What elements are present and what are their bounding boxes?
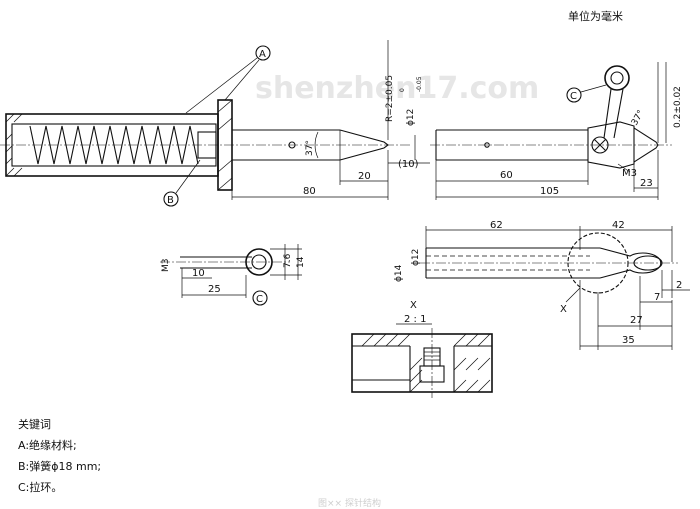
ring-10: 10 [192,268,205,279]
svg-text:B: B [167,195,174,206]
dim-23: 23 [640,178,653,189]
section-outline [351,333,493,393]
svg-text:0: 0 [399,88,406,92]
legend-item-c: C:拉环。 [18,481,63,494]
dim-radius: R=2±0.05 [385,75,395,122]
probe-body-view: C 37° 0.2±0.02 M3 60 23 105 [430,62,683,200]
marker-x: X [560,304,567,315]
housing-hatching [5,113,23,177]
dim-42: 42 [612,220,625,231]
section-x-view: X 2 : 1 [351,300,493,398]
dim-105: 105 [540,186,559,197]
section-label: X [410,300,417,311]
svg-text:C: C [256,294,263,305]
angle-left: 37° [305,140,315,156]
callout-a [255,45,271,61]
pull-ring [604,65,630,91]
dim-dia14: ϕ14 [394,264,404,282]
unit-note: 单位为毫米 [568,9,623,23]
ring-part-view: M3 10 25 7.6 14 C [160,244,306,306]
dim-20: 20 [358,171,371,182]
shaft-top-view: ϕ14 ϕ12 62 42 X 2 7 27 35 [394,220,690,350]
dim-62: 62 [490,220,503,231]
ring-m3: M3 [161,259,171,273]
probe-assembly-view: 37° A B R=2±0.05 ϕ12 0 -0.05 20 (10) 80 [0,40,430,207]
callout-c-ring [252,290,268,306]
section-scale: 2 : 1 [404,314,426,325]
dim-7: 7 [654,292,660,303]
callout-b [163,191,179,207]
legend-title: 关键词 [18,418,51,431]
svg-text:C: C [570,91,577,102]
ring-25: 25 [208,284,221,295]
dim-offset: 0.2±0.02 [673,86,683,128]
legend: 关键词 A:绝缘材料; B:弹簧ϕ18 mm; C:拉环。 [18,414,101,498]
caption: 图×× 探针结构 [318,499,381,509]
ring-7-6: 7.6 [283,253,293,268]
watermark: shenzhen17.com [255,71,539,106]
dim-10: (10) [398,159,419,170]
dim-dia12-mid: ϕ12 [411,249,421,266]
thread-m3-right: M3 [622,168,637,179]
dim-diameter: ϕ12 [406,109,416,126]
dim-35: 35 [622,335,635,346]
dim-60: 60 [500,170,513,181]
dim-2: 2 [676,280,682,291]
callout-c-top [566,87,582,103]
legend-item-a: A:绝缘材料; [18,439,77,452]
svg-text:A: A [259,49,266,60]
section-hatching [361,333,491,393]
svg-text:-0.05: -0.05 [416,76,423,92]
ring-14: 14 [296,256,306,268]
dim-27: 27 [630,315,643,326]
angle-right: 37° [630,109,647,128]
legend-item-b: B:弹簧ϕ18 mm; [18,460,102,473]
dim-80: 80 [303,186,316,197]
